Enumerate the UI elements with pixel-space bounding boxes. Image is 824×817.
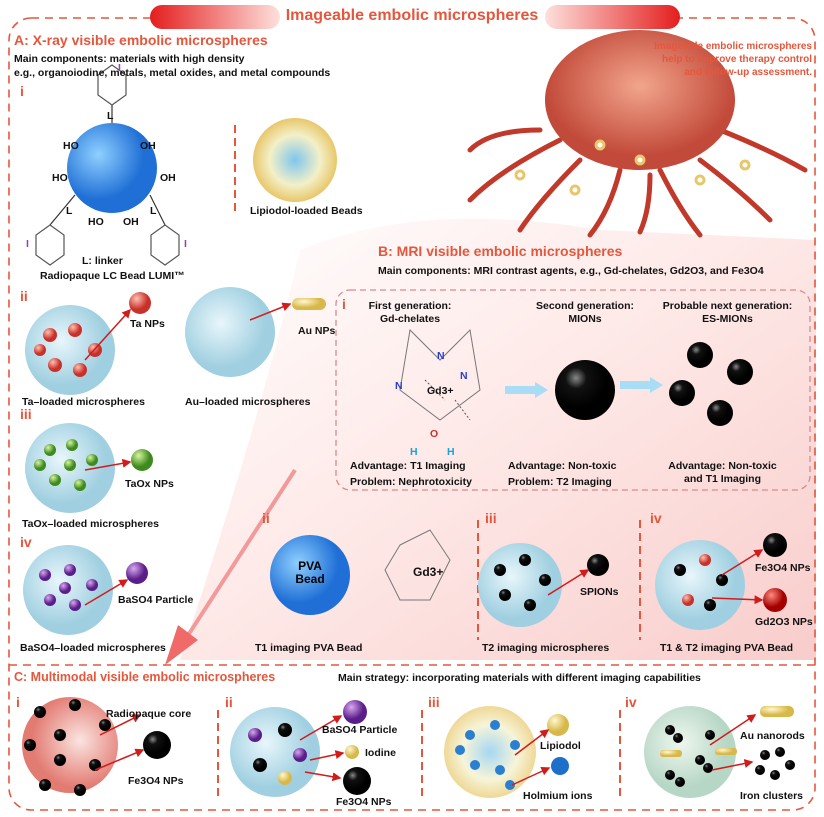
t2-microspheres-label: T2 imaging microspheres [482, 642, 610, 654]
section-c-heading: C: Multimodal visible embolic microspher… [14, 670, 276, 684]
gen1-advantage: Advantage: T1 Imaging [350, 460, 466, 472]
taox-np-label: TaOx NPs [125, 478, 174, 490]
gen3-line: ES-MIONs [702, 313, 753, 325]
lumi-bead-label: Radiopaque LC Bead LUMI™ [40, 270, 185, 282]
pva-line: PVA [298, 559, 322, 573]
section-b-heading: B: MRI visible embolic microspheres [378, 243, 623, 259]
panel-b-i-number: i [342, 296, 346, 312]
lipiodol-label: Lipiodol [540, 740, 581, 752]
gen1-line: Gd-chelates [379, 313, 441, 325]
note-line: and follow-up assessment. [684, 67, 812, 78]
nitrogen-label: N [437, 350, 445, 362]
hydrogen-label: H [410, 446, 418, 458]
panel-c-iv-number: iv [625, 694, 637, 710]
gd-ion-label: Gd3+ [427, 385, 454, 397]
linker-legend: L: linker [82, 255, 123, 267]
au-microspheres-label: Au–loaded microspheres [185, 396, 311, 408]
gen3-line: Probable next generation: [662, 300, 793, 312]
iodine-atom-label: I [26, 238, 29, 250]
gen3-adv-line: Advantage: Non-toxic [668, 460, 777, 472]
spions-label: SPIONs [580, 586, 619, 598]
t1-t2-pva-bead-label: T1 & T2 imaging PVA Bead [660, 642, 794, 654]
gen2-problem: Problem: T2 Imaging [508, 476, 612, 488]
taox-microspheres-label: TaOx–loaded microspheres [22, 518, 159, 530]
iodine-atom-label: I [118, 62, 121, 74]
fe3o4-np-label: Fe3O4 NPs [128, 775, 184, 787]
hydroxyl-label: OH [123, 216, 139, 228]
panel-a-i-number: i [20, 83, 24, 99]
panel-c-i-number: i [16, 694, 20, 710]
section-a-line2: e.g., organoiodine, metals, metal oxides… [14, 67, 331, 79]
oxygen-label: O [430, 428, 439, 440]
tumor-illustration [467, 30, 808, 238]
gd2o3-np-label: Gd2O3 NPs [755, 616, 813, 628]
panel-c-iii-number: iii [428, 694, 440, 710]
fe3o4-np-label: Fe3O4 NPs [755, 562, 811, 574]
radiopaque-core-label: Radiopaque core [106, 708, 192, 720]
hydroxyl-label: HO [63, 140, 79, 152]
linker-label: L [150, 205, 157, 217]
iron-clusters-label: Iron clusters [740, 790, 804, 802]
holmium-ions-label: Holmium ions [523, 790, 593, 802]
gen2-title: Second generation:MIONs [525, 300, 645, 326]
hydroxyl-label: HO [52, 172, 68, 184]
summary-note: Imageable embolic microspheres help to i… [654, 40, 812, 79]
section-b-line1: Main components: MRI contrast agents, e.… [378, 265, 764, 277]
au-np-label: Au NPs [298, 325, 336, 337]
figure-title: Imageable embolic microspheres [285, 7, 539, 24]
iodine-atom-label: I [184, 238, 187, 250]
baso4-particle-label: BaSO4 Particle [322, 724, 398, 736]
pva-line: Bead [295, 572, 325, 586]
hydrogen-label: H [447, 446, 455, 458]
panel-a-iii-number: iii [20, 406, 32, 422]
gen1-problem: Problem: Nephrotoxicity [350, 476, 472, 488]
linker-label: L [107, 110, 114, 122]
note-line: help to improve therapy control [661, 54, 812, 65]
hydroxyl-label: OH [160, 172, 176, 184]
panel-a-ii-number: ii [20, 288, 28, 304]
gen2-line: Second generation: [535, 300, 634, 312]
gen1-title: First generation:Gd-chelates [355, 300, 465, 326]
hydroxyl-label: OH [140, 140, 156, 152]
fe3o4-np-label: Fe3O4 NPs [336, 796, 392, 808]
baso4-particle-label: BaSO4 Particle [118, 594, 194, 606]
au-nanorods-label: Au nanorods [740, 730, 805, 742]
ta-np-label: Ta NPs [130, 318, 165, 330]
gd-ion-label: Gd3+ [413, 565, 444, 579]
t1-pva-bead-label: T1 imaging PVA Bead [255, 642, 363, 654]
gen2-line: MIONs [568, 313, 602, 325]
gen1-line: First generation: [368, 300, 452, 312]
section-a-line1: Main components: materials with high den… [14, 53, 245, 65]
gen2-advantage: Advantage: Non-toxic [508, 460, 617, 472]
hydroxyl-label: HO [88, 216, 104, 228]
nitrogen-label: N [395, 380, 403, 392]
lipiodol-beads-label: Lipiodol-loaded Beads [250, 205, 363, 217]
ta-microspheres-label: Ta–loaded microspheres [22, 396, 145, 408]
baso4-microspheres-label: BaSO4–loaded microspheres [20, 642, 166, 654]
panel-b-ii-number: ii [262, 510, 270, 526]
nitrogen-label: N [460, 370, 468, 382]
panel-a-iv-number: iv [20, 534, 32, 550]
section-a-heading: A: X-ray visible embolic microspheres [14, 32, 268, 48]
iodine-label: Iodine [365, 747, 396, 759]
linker-label: L [66, 205, 73, 217]
panel-c-ii-number: ii [225, 694, 233, 710]
gen3-title: Probable next generation:ES-MIONs [645, 300, 810, 326]
panel-b-iv-number: iv [650, 510, 662, 526]
gen3-adv-line: and T1 Imaging [683, 473, 761, 485]
note-line: Imageable embolic microspheres [654, 41, 812, 52]
panel-b-iii-number: iii [485, 510, 497, 526]
section-c-strategy: Main strategy: incorporating materials w… [338, 672, 701, 684]
